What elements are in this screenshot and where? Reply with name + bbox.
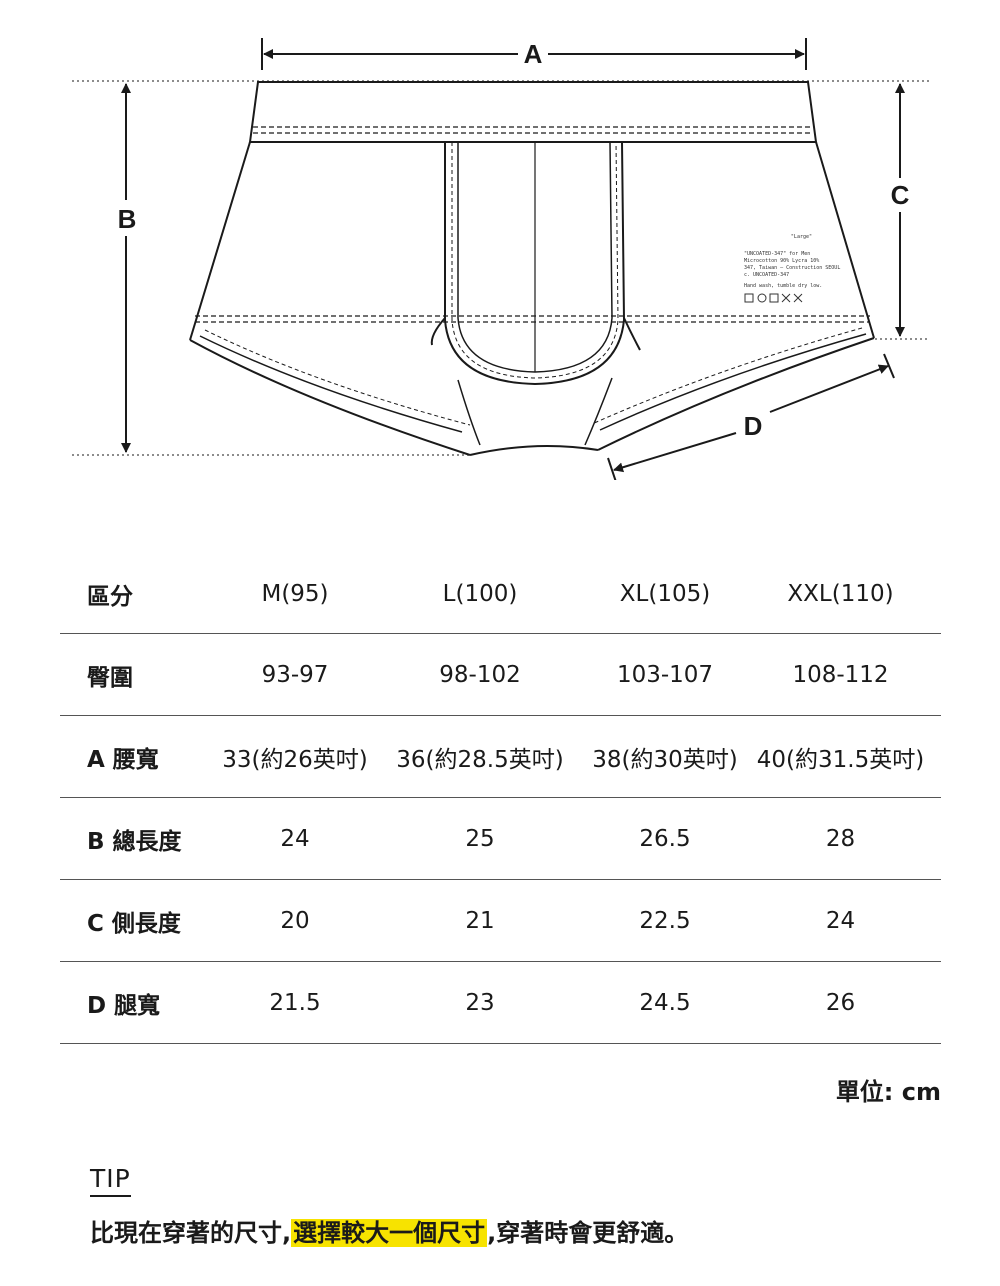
table-row: B 總長度 24 25 26.5 28	[60, 797, 941, 880]
row-label: A 腰寬	[60, 715, 220, 798]
table-cell: 22.5	[590, 879, 740, 962]
tip-text-before: 比現在穿著的尺寸,	[90, 1219, 292, 1247]
table-cell: 98-102	[370, 633, 590, 716]
dimension-b: B	[118, 83, 137, 453]
dimension-a: A	[261, 38, 807, 70]
svg-text:"Large": "Large"	[791, 234, 812, 240]
table-cell: 25	[370, 797, 590, 880]
header-cell: M(95)	[220, 555, 370, 634]
svg-text:B: B	[118, 204, 137, 234]
row-label: B 總長度	[60, 797, 220, 880]
header-cell: XL(105)	[590, 555, 740, 634]
table-cell: 108-112	[740, 633, 941, 716]
header-cell: L(100)	[370, 555, 590, 634]
table-row: 臀圍 93-97 98-102 103-107 108-112	[60, 633, 941, 716]
svg-text:347, Taiwan — Construction SEO: 347, Taiwan — Construction SEOUL	[744, 265, 840, 271]
tip-heading: TIP	[90, 1164, 131, 1197]
table-cell: 24	[740, 879, 941, 962]
table-cell: 26	[740, 961, 941, 1044]
table-cell: 33(約26英吋)	[220, 715, 370, 798]
size-table: 區分 M(95) L(100) XL(105) XXL(110) 臀圍 93-9…	[60, 555, 941, 1044]
dimension-d: D	[607, 353, 895, 480]
table-header-row: 區分 M(95) L(100) XL(105) XXL(110)	[60, 555, 941, 634]
svg-text:Hand wash, tumble dry low.: Hand wash, tumble dry low.	[744, 283, 822, 289]
header-cell: 區分	[60, 555, 220, 634]
header-cell: XXL(110)	[740, 555, 941, 634]
svg-text:D: D	[744, 411, 763, 441]
tip-text-after: ,穿著時會更舒適。	[487, 1219, 689, 1247]
row-label: 臀圍	[60, 633, 220, 716]
table-cell: 24.5	[590, 961, 740, 1044]
unit-note: 單位: cm	[835, 1078, 941, 1106]
tip-text: 比現在穿著的尺寸,選擇較大一個尺寸,穿著時會更舒適。	[90, 1213, 688, 1248]
care-symbols-icon	[744, 293, 803, 303]
size-diagram: "Large" "UNCOATED-347" for Men Microcott…	[72, 38, 930, 480]
table-cell: 24	[220, 797, 370, 880]
table-row: C 側長度 20 21 22.5 24	[60, 879, 941, 962]
tip-highlight: 選擇較大一個尺寸	[291, 1219, 488, 1247]
svg-text:c. UNCOATED-347: c. UNCOATED-347	[744, 272, 789, 278]
svg-text:A: A	[524, 39, 543, 69]
garment-tag: "Large" "UNCOATED-347" for Men Microcott…	[744, 234, 840, 303]
table-cell: 103-107	[590, 633, 740, 716]
table-cell: 40(約31.5英吋)	[740, 715, 941, 798]
table-cell: 23	[370, 961, 590, 1044]
table-cell: 36(約28.5英吋)	[370, 715, 590, 798]
table-cell: 20	[220, 879, 370, 962]
svg-text:C: C	[891, 180, 910, 210]
svg-text:Microcotton 90% Lycra 10%: Microcotton 90% Lycra 10%	[744, 258, 819, 264]
table-cell: 21	[370, 879, 590, 962]
table-row: A 腰寬 33(約26英吋) 36(約28.5英吋) 38(約30英吋) 40(…	[60, 715, 941, 798]
table-cell: 21.5	[220, 961, 370, 1044]
table-cell: 93-97	[220, 633, 370, 716]
table-cell: 26.5	[590, 797, 740, 880]
table-row: D 腿寬 21.5 23 24.5 26	[60, 961, 941, 1044]
row-label: D 腿寬	[60, 961, 220, 1044]
garment-outline	[189, 81, 875, 456]
svg-text:"UNCOATED-347" for Men: "UNCOATED-347" for Men	[744, 251, 810, 257]
dimension-c: C	[891, 83, 910, 337]
row-label: C 側長度	[60, 879, 220, 962]
table-cell: 38(約30英吋)	[590, 715, 740, 798]
table-cell: 28	[740, 797, 941, 880]
